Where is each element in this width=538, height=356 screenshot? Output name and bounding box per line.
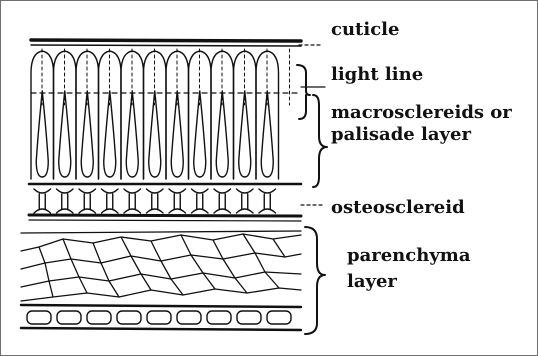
basal-cell xyxy=(177,311,201,324)
osteosclereid-cell xyxy=(259,189,276,213)
osteosclereid-cell xyxy=(169,189,186,213)
osteosclereid-cell xyxy=(147,189,164,213)
osteosclereid-cell xyxy=(57,189,74,213)
osteosclereid-cell xyxy=(79,189,96,213)
parenchyma-cells xyxy=(21,231,301,301)
osteosclereid-cell xyxy=(34,189,51,213)
osteosclereid-cell xyxy=(214,189,231,213)
label-parenchyma-line2: layer xyxy=(347,271,471,293)
basal-cell xyxy=(237,311,261,324)
label-leaders xyxy=(299,45,325,205)
label-cuticle: cuticle xyxy=(331,19,399,41)
basal-cell xyxy=(87,311,111,324)
osteosclereid-cell xyxy=(124,189,141,213)
basal-layer xyxy=(21,305,301,330)
label-light-line: light line xyxy=(331,64,423,86)
label-parenchyma: parenchyma layer xyxy=(347,245,471,296)
basal-cell xyxy=(57,311,81,324)
label-parenchyma-line1: parenchyma xyxy=(347,245,471,267)
label-braces xyxy=(297,65,327,334)
basal-cell xyxy=(117,311,141,324)
osteosclereid-cells xyxy=(34,189,276,213)
label-macrosclereids-line2: palisade layer xyxy=(331,124,512,146)
label-osteosclereid: osteosclereid xyxy=(331,197,465,219)
basal-cell xyxy=(267,311,291,324)
basal-cell xyxy=(147,311,171,324)
basal-cell xyxy=(207,311,231,324)
osteosclereid-cell xyxy=(102,189,119,213)
label-macrosclereids-line1: macrosclereids or xyxy=(331,102,512,124)
osteosclereid-boundary xyxy=(29,215,301,221)
basal-cell xyxy=(27,311,51,324)
label-macrosclereids: macrosclereids or palisade layer xyxy=(331,102,512,145)
osteosclereid-cell xyxy=(192,189,209,213)
osteosclereid-cell xyxy=(237,189,254,213)
cuticle-layer xyxy=(31,40,301,46)
